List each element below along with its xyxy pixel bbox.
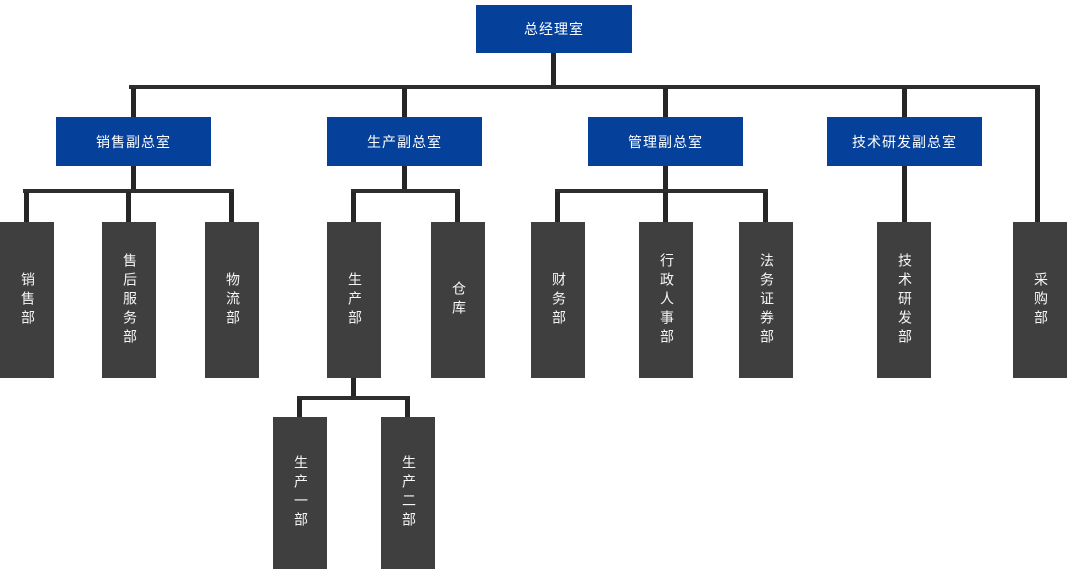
connector-drop-hr-dept <box>663 192 668 222</box>
node-purchasing-dept: 采购部 <box>1013 222 1067 378</box>
node-label: 总经理室 <box>524 22 584 38</box>
node-label: 仓库 <box>450 281 466 319</box>
node-label: 财务部 <box>550 271 566 329</box>
node-legal-securities-dept: 法务证券部 <box>739 222 793 378</box>
connector-drop-sales-vp <box>131 88 136 117</box>
connector-drop-production1 <box>297 399 302 417</box>
node-admin-hr-dept: 行政人事部 <box>639 222 693 378</box>
connector-drop-logistics-dept <box>229 192 234 222</box>
node-aftersales-service-dept: 售后服务部 <box>102 222 156 378</box>
node-logistics-dept: 物流部 <box>205 222 259 378</box>
connector-drop-warehouse <box>455 192 460 222</box>
node-label: 采购部 <box>1032 271 1048 329</box>
connector-production-bar <box>351 189 460 193</box>
node-finance-dept: 财务部 <box>531 222 585 378</box>
node-production-dept-2: 生产二部 <box>381 417 435 569</box>
connector-management-stub <box>663 166 668 190</box>
connector-drop-management-vp <box>663 88 668 117</box>
node-label: 生产副总室 <box>367 134 442 151</box>
connector-sales-stub <box>131 166 136 190</box>
connector-root-stub <box>551 53 556 86</box>
node-management-vp-office: 管理副总室 <box>588 117 743 166</box>
node-label: 销售副总室 <box>96 134 171 151</box>
node-label: 技术研发部 <box>896 252 912 348</box>
connector-management-bar <box>555 189 768 193</box>
node-label: 法务证券部 <box>758 252 774 348</box>
connector-root-bar <box>129 85 1040 89</box>
node-label: 技术研发副总室 <box>852 134 957 151</box>
node-label: 行政人事部 <box>658 252 674 348</box>
connector-drop-production-vp <box>402 88 407 117</box>
node-label: 售后服务部 <box>121 252 137 348</box>
node-label: 物流部 <box>224 271 240 329</box>
node-production-vp-office: 生产副总室 <box>327 117 482 166</box>
node-label: 销售部 <box>19 271 35 329</box>
connector-drop-production-dept <box>351 192 356 222</box>
node-tech-rd-vp-office: 技术研发副总室 <box>827 117 982 166</box>
node-sales-dept: 销售部 <box>0 222 54 378</box>
connector-drop-legal-dept <box>763 192 768 222</box>
connector-production-dept-stub <box>351 378 356 396</box>
connector-drop-finance-dept <box>555 192 560 222</box>
node-general-manager-office: 总经理室 <box>476 5 632 53</box>
node-production-dept-1: 生产一部 <box>273 417 327 569</box>
connector-sales-bar <box>23 189 234 193</box>
connector-drop-purchasing <box>1035 88 1040 222</box>
node-warehouse: 仓库 <box>431 222 485 378</box>
node-sales-vp-office: 销售副总室 <box>56 117 211 166</box>
connector-drop-rd-dept <box>902 166 907 222</box>
connector-drop-aftersales-dept <box>126 192 131 222</box>
node-label: 生产二部 <box>400 455 416 531</box>
node-label: 管理副总室 <box>628 134 703 151</box>
node-label: 生产部 <box>346 271 362 329</box>
node-tech-rd-dept: 技术研发部 <box>877 222 931 378</box>
node-label: 生产一部 <box>292 455 308 531</box>
connector-drop-sales-dept <box>24 192 29 222</box>
connector-drop-production2 <box>405 399 410 417</box>
node-production-dept: 生产部 <box>327 222 381 378</box>
connector-drop-tech-vp <box>902 88 907 117</box>
connector-production-sub-bar <box>297 396 410 400</box>
connector-production-stub <box>402 166 407 190</box>
